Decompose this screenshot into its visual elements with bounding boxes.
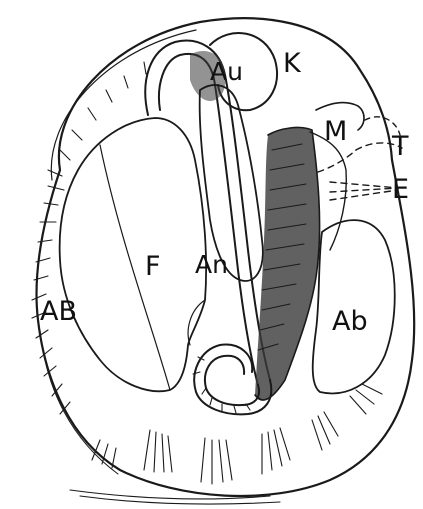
label-f: F bbox=[145, 251, 161, 282]
label-t: T bbox=[391, 131, 409, 162]
label-an: An bbox=[195, 250, 228, 279]
mass-f bbox=[60, 118, 206, 391]
wall-hatching-bottom bbox=[70, 384, 382, 504]
label-au: Au bbox=[210, 57, 243, 86]
label-e: E bbox=[392, 174, 409, 205]
label-k: K bbox=[283, 48, 302, 79]
dark-column bbox=[255, 128, 346, 400]
wall-hatching-left bbox=[32, 62, 146, 414]
label-m: M bbox=[324, 116, 347, 147]
diagram-labels: Au K M T E F An AB Ab bbox=[40, 48, 409, 337]
label-ab-left: AB bbox=[40, 296, 77, 327]
label-ab-right: Ab bbox=[332, 306, 368, 337]
